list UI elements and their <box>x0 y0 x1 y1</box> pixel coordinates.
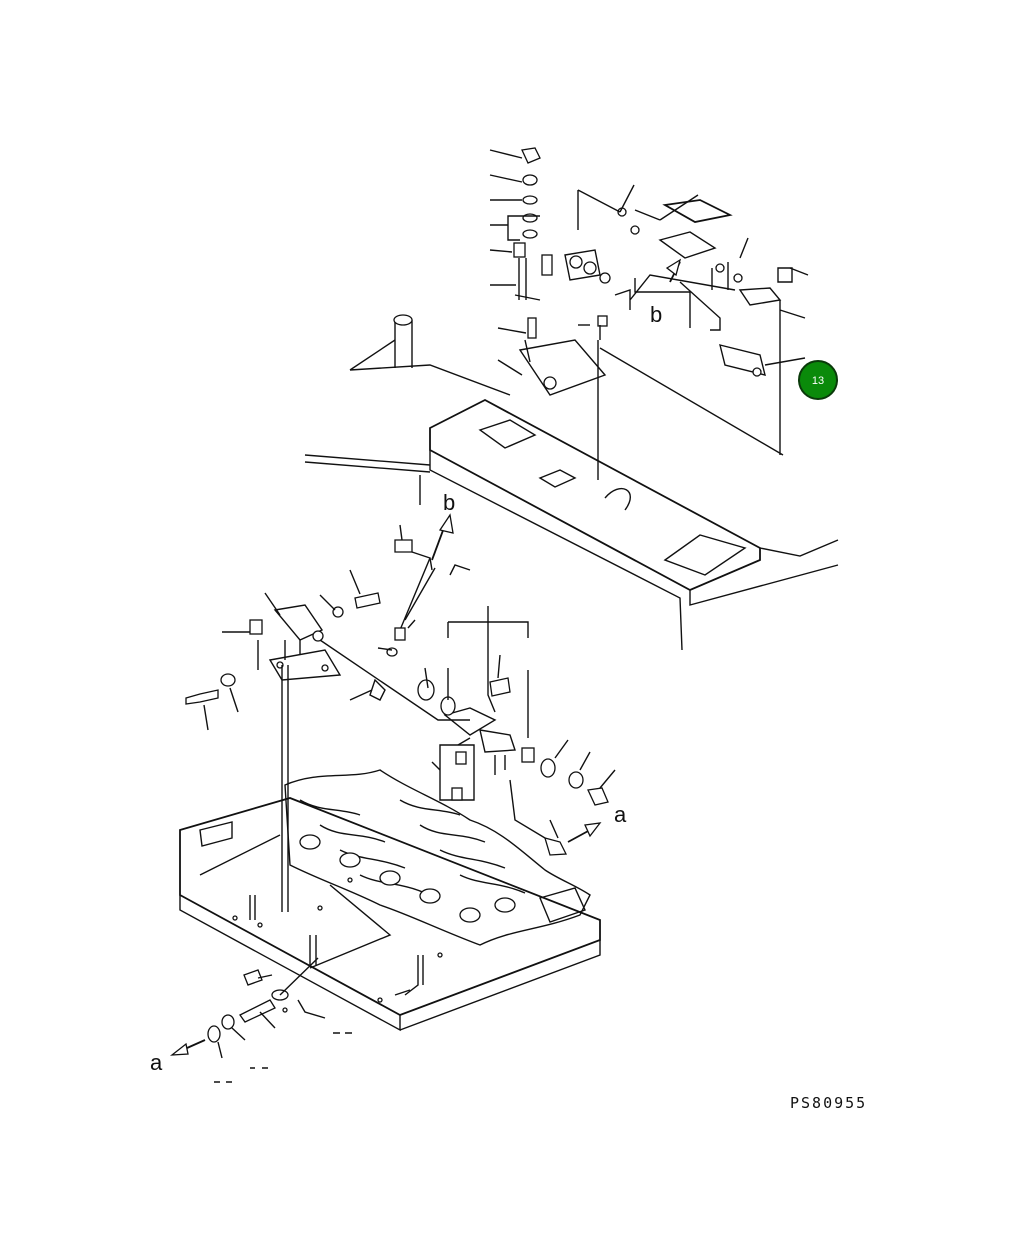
pedal-assembly <box>489 147 809 480</box>
ref-label-a-right: a <box>614 802 627 827</box>
drawing-code: PS80955 <box>790 1094 867 1112</box>
rod-end-group <box>169 957 352 1083</box>
ref-label-a-left: a <box>150 1050 163 1075</box>
callout-badge[interactable]: 13 <box>798 360 838 400</box>
floor-plate <box>304 314 839 651</box>
badge-number[interactable]: 13 <box>812 375 824 387</box>
valve-tray <box>179 665 601 1032</box>
ref-label-b-upper: b <box>650 302 662 327</box>
ref-label-b-arrow: b <box>443 490 455 515</box>
linkage-assembly <box>185 513 616 856</box>
badge-circle[interactable] <box>798 360 838 400</box>
